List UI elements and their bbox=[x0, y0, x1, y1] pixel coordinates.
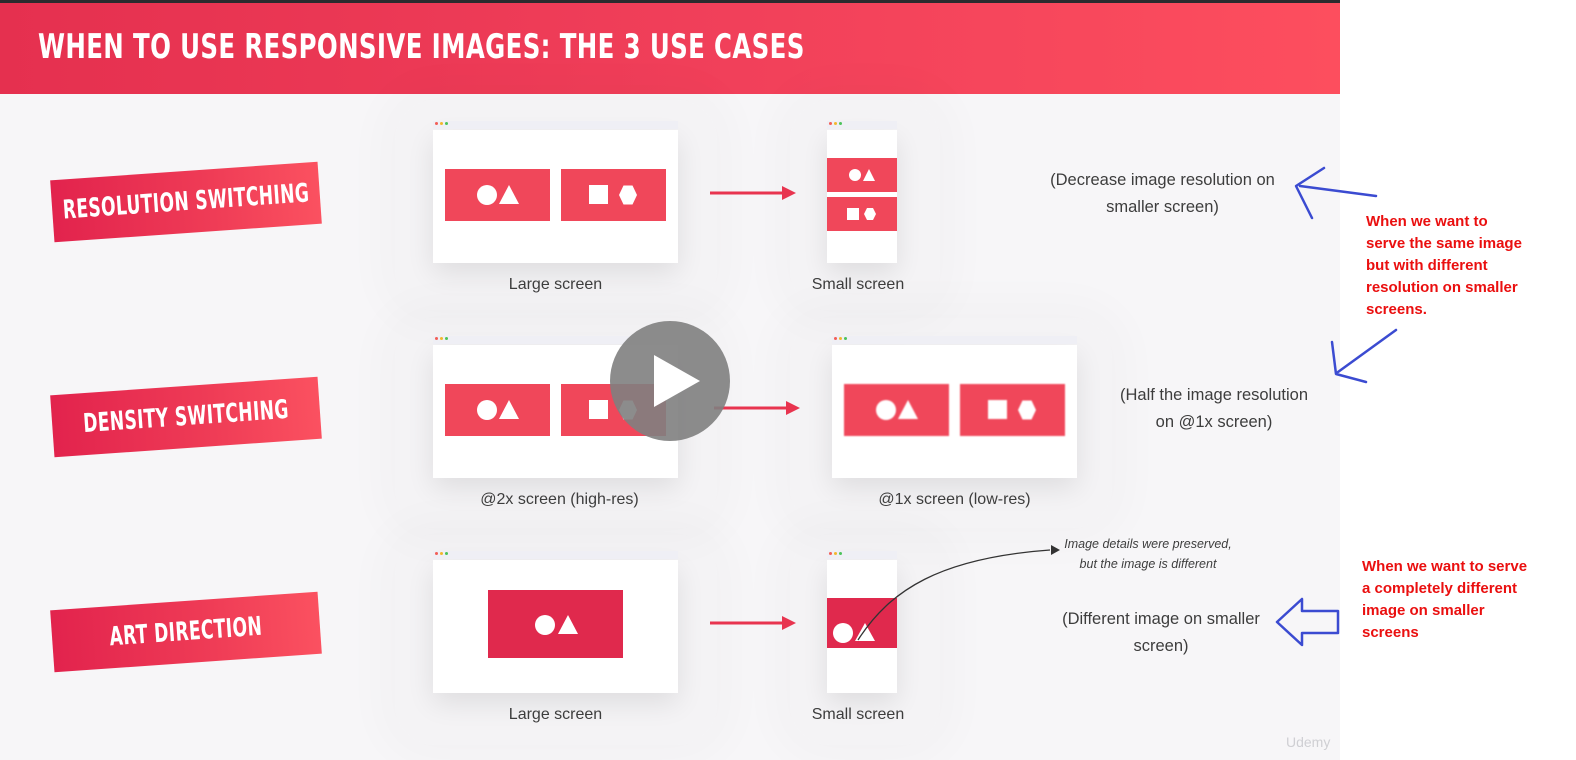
large-screen-window bbox=[433, 121, 678, 263]
caption-low-res-screen: @1x screen (low-res) bbox=[878, 491, 1031, 508]
blue-outline-arrow-icon bbox=[1275, 597, 1340, 647]
circle-triangle-icon bbox=[535, 615, 578, 635]
circle-triangle-icon bbox=[477, 400, 519, 420]
art-direction-annotation: When we want to serve a completely diffe… bbox=[1362, 558, 1528, 641]
resolution-annotation: When we want to serve the same image but… bbox=[1366, 213, 1522, 318]
slide: WHEN TO USE RESPONSIVE IMAGES: THE 3 USE… bbox=[0, 0, 1340, 750]
circle-triangle-icon bbox=[876, 400, 918, 420]
window-title-bar bbox=[433, 121, 678, 129]
window-title-bar bbox=[433, 551, 678, 559]
slide-title: WHEN TO USE RESPONSIVE IMAGES: THE 3 USE… bbox=[38, 27, 805, 67]
description-density: (Half the image resolution on @1x screen… bbox=[1119, 386, 1308, 431]
caption-small-screen: Small screen bbox=[811, 706, 905, 723]
image-tile bbox=[445, 169, 550, 221]
banner-label: RESOLUTION SWITCHING bbox=[61, 178, 311, 226]
banner-density-switching: DENSITY SWITCHING bbox=[50, 376, 322, 458]
arrow-right-icon bbox=[710, 186, 796, 200]
play-icon bbox=[654, 355, 700, 407]
image-tile bbox=[827, 197, 897, 231]
blue-arrow-icon bbox=[1330, 328, 1398, 384]
window-title-bar bbox=[433, 336, 678, 344]
banner-art-direction: ART DIRECTION bbox=[50, 591, 322, 673]
slide-header: WHEN TO USE RESPONSIVE IMAGES: THE 3 USE… bbox=[0, 3, 1340, 94]
square-hexagon-icon bbox=[988, 400, 1036, 420]
caption-small-screen: Small screen bbox=[811, 276, 905, 293]
art-direction-note: Image details were preserved, but the im… bbox=[1064, 537, 1232, 571]
window-title-bar bbox=[832, 336, 1077, 344]
udemy-watermark: Udemy bbox=[1286, 734, 1331, 750]
image-tile bbox=[561, 169, 666, 221]
play-button[interactable] bbox=[610, 321, 730, 441]
low-res-screen-window bbox=[832, 336, 1077, 478]
large-screen-window bbox=[433, 551, 678, 693]
image-tile bbox=[844, 384, 949, 436]
curved-arrow-icon bbox=[857, 545, 1060, 641]
banner-label: ART DIRECTION bbox=[108, 611, 264, 653]
caption-high-res-screen: @2x screen (high-res) bbox=[480, 491, 639, 508]
square-hexagon-icon bbox=[847, 208, 876, 220]
circle-triangle-icon bbox=[849, 169, 875, 181]
image-tile bbox=[488, 590, 623, 658]
circle-triangle-icon bbox=[477, 185, 519, 205]
blue-arrow-icon bbox=[1294, 166, 1378, 220]
window-title-bar bbox=[827, 121, 897, 129]
square-hexagon-icon bbox=[589, 185, 637, 205]
small-screen-window bbox=[827, 121, 897, 263]
arrow-right-icon bbox=[714, 401, 800, 415]
arrow-right-icon bbox=[710, 616, 796, 630]
banner-resolution-switching: RESOLUTION SWITCHING bbox=[50, 161, 322, 243]
description-resolution: (Decrease image resolution on smaller sc… bbox=[1050, 171, 1275, 216]
image-tile bbox=[445, 384, 550, 436]
description-art-direction: (Different image on smaller screen) bbox=[1062, 610, 1260, 655]
banner-label: DENSITY SWITCHING bbox=[82, 394, 290, 440]
image-tile bbox=[960, 384, 1065, 436]
window-title-bar bbox=[827, 551, 897, 559]
small-screen-window bbox=[827, 551, 897, 693]
caption-large-screen: Large screen bbox=[508, 276, 603, 293]
image-tile bbox=[827, 158, 897, 192]
top-border bbox=[0, 0, 1340, 3]
caption-large-screen: Large screen bbox=[508, 706, 603, 723]
